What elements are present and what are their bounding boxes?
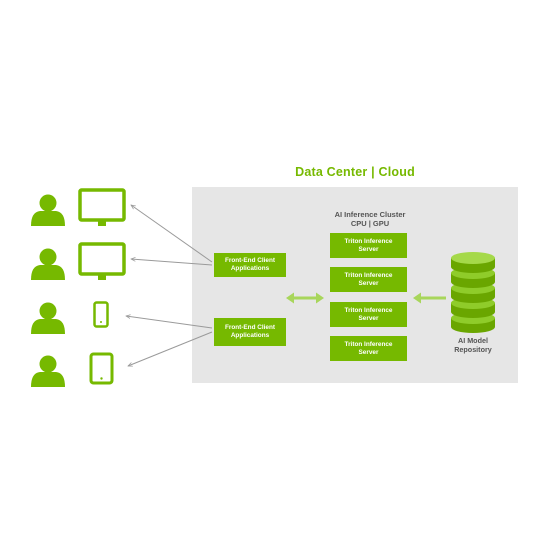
model-repository-label: AI Model Repository: [440, 336, 506, 354]
connector-line: [126, 316, 213, 329]
user-icon: [31, 302, 65, 334]
user-icon: [31, 248, 65, 280]
connector-line: [131, 205, 213, 263]
server-label-line1: Triton Inference: [344, 306, 393, 314]
server-label-line2: Server: [358, 314, 379, 322]
server-label-line1: Triton Inference: [344, 271, 393, 279]
inference-cluster-title: AI Inference Cluster CPU | GPU: [318, 210, 422, 228]
user-icon: [31, 194, 65, 226]
server-label-line2: Server: [358, 245, 379, 253]
database-icon: [451, 252, 495, 333]
front-end-label-line1: Front-End Client: [224, 257, 276, 264]
cluster-title-line2: CPU | GPU: [350, 219, 390, 228]
front-end-client-box: Front-End Client Applications: [214, 253, 286, 277]
triton-server-box: Triton Inference Server: [330, 233, 407, 258]
triton-server-box: Triton Inference Server: [330, 336, 407, 361]
triton-server-box: Triton Inference Server: [330, 302, 407, 327]
desktop-monitor-icon: [78, 242, 126, 280]
server-label-line1: Triton Inference: [344, 237, 393, 245]
repository-label-line1: AI Model: [458, 336, 488, 345]
user-icon: [31, 355, 65, 387]
front-end-label-line2: Applications: [230, 332, 270, 339]
server-label-line1: Triton Inference: [344, 340, 393, 348]
connector-line: [128, 331, 213, 366]
server-label-line2: Server: [358, 348, 379, 356]
triton-server-box: Triton Inference Server: [330, 267, 407, 292]
repository-label-line2: Repository: [454, 344, 492, 354]
data-center-title: Data Center | Cloud: [295, 165, 415, 179]
server-label-line2: Server: [358, 279, 379, 287]
cluster-title-line1: AI Inference Cluster: [334, 210, 406, 219]
front-end-client-box: Front-End Client Applications: [214, 318, 286, 346]
desktop-monitor-icon: [78, 188, 126, 226]
repository-arrow: [413, 292, 446, 304]
front-end-label-line1: Front-End Client: [224, 324, 276, 331]
tablet-icon: [89, 352, 114, 385]
smartphone-icon: [93, 301, 109, 328]
connector-line: [131, 259, 213, 266]
front-end-label-line2: Applications: [230, 265, 270, 272]
bidirectional-arrow: [286, 292, 324, 304]
